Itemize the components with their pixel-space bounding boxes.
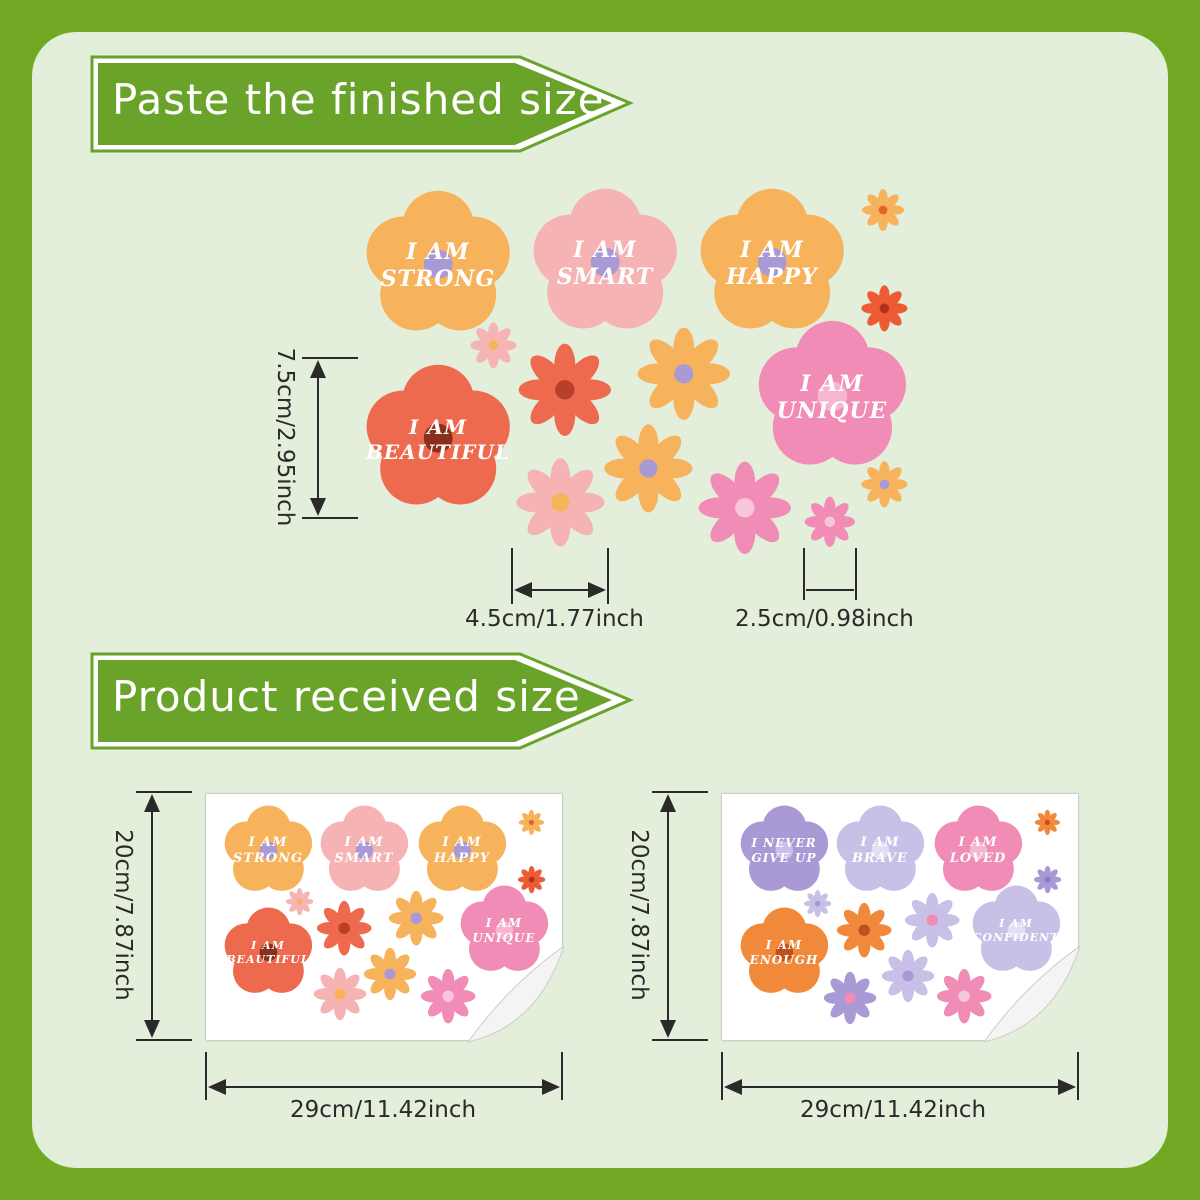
small-daisy [1032,864,1063,895]
sheet1-i-am-happy-text-2: HAPPY [433,851,491,867]
daisy [820,968,880,1028]
finished-height-label: 7.5cm/2.95inch [272,347,298,527]
sheet2-i-am-confident-text-1: I AM [999,917,1033,931]
finished-size-banner: Paste the finished size [90,55,635,155]
daisy [385,887,447,949]
sheet1-i-am-strong-text-1: I AM [248,835,288,851]
sheet2-i-am-enough-text-2: ENOUGH [749,953,819,968]
daisy [598,418,699,519]
daisy [631,321,737,427]
daisy [510,452,611,553]
small-daisy [1033,808,1062,837]
sheet2-i-am-loved-text-1: I AM [958,835,998,851]
small-daisy [802,888,833,919]
sheet2-width-label: 29cm/11.42inch [800,1097,987,1123]
sheet2-i-am-brave-text-1: I AM [860,835,900,851]
daisy [417,965,479,1027]
small-flower-width-label: 2.5cm/0.98inch [735,606,914,632]
sticker-i-am-beautiful-text-2: BEAUTIFUL [365,439,511,464]
small-daisy [467,319,520,372]
sheet1-i-am-unique-text-1: I AM [485,916,523,931]
sticker-i-am-unique-text-1: I AM [800,370,864,397]
daisy [360,944,420,1004]
sticker-i-am-unique-text-2: UNIQUE [776,398,888,425]
sticker-i-am-happy-text-1: I AM [740,236,804,263]
sheet2-i-am-enough-text-1: I AM [765,938,803,953]
sheet1-i-am-beautiful-text-2: BEAUTIFUL [226,953,310,967]
sheet1-i-am-strong-text-2: STRONG [232,851,304,867]
daisy [512,337,618,443]
sticker-i-am-beautiful-text-1: I AM [409,414,467,439]
small-daisy [284,886,315,917]
sticker-i-am-strong-text-2: STRONG [380,266,496,293]
sheet2-i-am-loved-text-2: LOVED [949,851,1007,867]
sheet1-i-am-smart-text-2: SMART [334,851,394,867]
sheet2-i-am-brave-text-2: BRAVE [852,851,908,867]
sheet1-width-label: 29cm/11.42inch [290,1097,477,1123]
sticker-i-am-happy-text-2: HAPPY [726,264,818,291]
sheet2-i-never-give-up-text-2: GIVE UP [751,851,817,866]
sticker-i-am-smart-text-1: I AM [573,236,637,263]
daisy [310,964,370,1024]
small-daisy [858,282,911,335]
daisy [833,899,895,961]
daisy [933,965,995,1027]
sheet2-i-never-give-up-text-1: I NEVER [751,836,817,851]
small-daisy [859,186,907,234]
sheet2-height-label: 20cm/7.87inch [626,829,652,1001]
daisy [692,455,798,561]
received-size-banner: Product received size [90,652,635,752]
received-size-title: Product received size [112,672,581,721]
page-curl [468,946,564,1042]
sheet1-height-label: 20cm/7.87inch [110,829,136,1001]
small-daisy [858,458,911,511]
small-daisy [801,493,859,551]
sticker-i-am-strong-text-1: I AM [406,238,470,265]
sheet1-i-am-happy-text-1: I AM [442,835,482,851]
daisy [878,946,938,1006]
sheet1-i-am-unique-text-2: UNIQUE [472,931,536,946]
daisy [313,897,375,959]
small-daisy [517,808,546,837]
finished-size-title: Paste the finished size [112,75,605,124]
sheet1-i-am-beautiful-text-1: I AM [251,939,285,953]
small-daisy [516,864,547,895]
daisy [901,889,963,951]
sticker-i-am-smart-text-2: SMART [556,264,654,291]
page-curl [984,946,1080,1042]
large-flower-width-label: 4.5cm/1.77inch [465,606,644,632]
sheet2-i-am-confident-text-2: CONFIDENT [972,931,1060,945]
sheet1-i-am-smart-text-1: I AM [344,835,384,851]
